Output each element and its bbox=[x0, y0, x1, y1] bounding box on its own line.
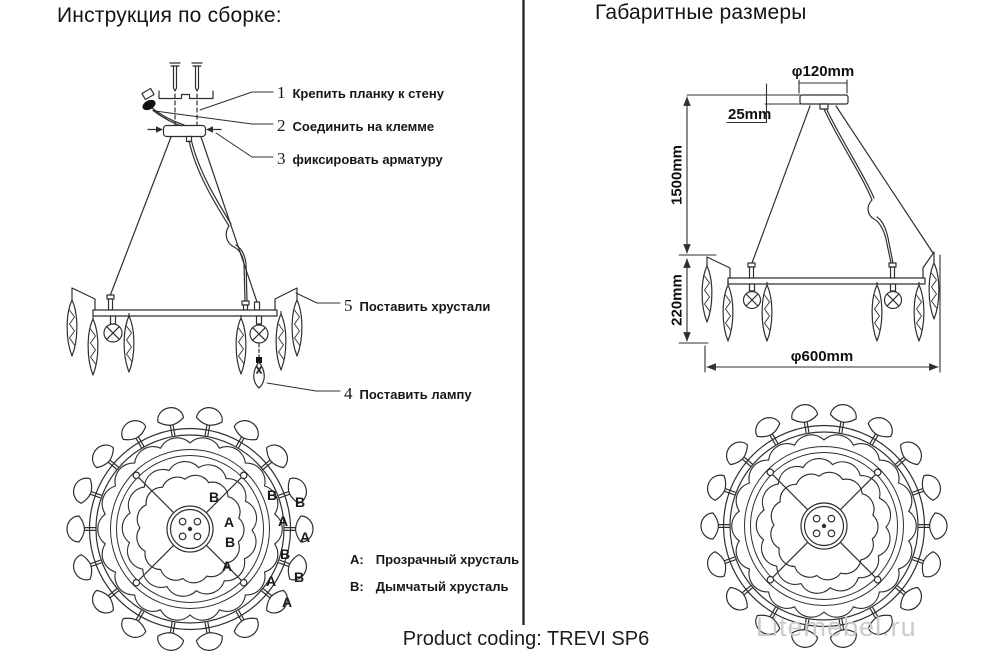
crystal-label: B bbox=[294, 494, 306, 510]
dim-body-height: 220mm bbox=[668, 274, 686, 326]
crystal-label: A bbox=[281, 594, 293, 610]
callout-text: фиксировать арматуру bbox=[292, 152, 443, 167]
callout-text: Крепить планку к стену bbox=[292, 86, 445, 101]
dim-suspension-height: 1500mm bbox=[668, 144, 686, 206]
callout-step-1: 1 Крепить планку к стену bbox=[277, 83, 444, 103]
callout-step-3: 3 фиксировать арматуру bbox=[277, 149, 443, 169]
top-view-with-labels bbox=[66, 407, 314, 651]
crystal-label: B bbox=[224, 534, 236, 550]
legend-text: Дымчатый хрусталь bbox=[375, 579, 509, 594]
callout-number: 2 bbox=[277, 116, 286, 135]
product-coding: Product coding: TREVI SP6 bbox=[402, 628, 650, 650]
dim-body-diameter: φ600mm bbox=[790, 348, 854, 365]
callout-number: 3 bbox=[277, 149, 286, 168]
callout-step-4: 4 Поставить лампу bbox=[344, 384, 472, 404]
callout-text: Поставить хрустали bbox=[359, 299, 491, 314]
crystal-label: B bbox=[208, 489, 220, 505]
dim-canopy-height: 25mm bbox=[728, 106, 772, 123]
legend-item-a: А: Прозрачный хрусталь bbox=[350, 552, 519, 567]
crystal-label: B bbox=[293, 569, 305, 585]
callout-number: 1 bbox=[277, 83, 286, 102]
crystal-label: B bbox=[266, 487, 278, 503]
assembly-diagram bbox=[66, 62, 341, 392]
legend-text: Прозрачный хрусталь bbox=[375, 552, 520, 567]
crystal-label: A bbox=[223, 514, 235, 530]
callout-text: Поставить лампу bbox=[359, 387, 472, 402]
dimension-lines bbox=[678, 79, 941, 373]
crystal-label: B bbox=[279, 546, 291, 562]
top-view-dimensions bbox=[700, 404, 948, 648]
callout-number: 4 bbox=[344, 384, 353, 403]
left-panel-title: Инструкция по сборке: bbox=[57, 4, 282, 27]
legend-key: А: bbox=[350, 552, 364, 567]
watermark: Litemebel.ru bbox=[756, 612, 917, 642]
crystal-label: A bbox=[221, 558, 233, 574]
callout-leaders bbox=[154, 91, 341, 392]
callout-number: 5 bbox=[344, 296, 353, 315]
crystal-label: A bbox=[265, 573, 277, 589]
callout-step-2: 2 Соединить на клемме bbox=[277, 116, 434, 136]
right-panel-title: Габаритные размеры bbox=[595, 1, 807, 24]
legend-key: В: bbox=[350, 579, 364, 594]
dim-canopy-diameter: φ120mm bbox=[791, 63, 855, 80]
dimension-diagram bbox=[678, 79, 941, 373]
crystal-label: A bbox=[299, 529, 311, 545]
legend-item-b: В: Дымчатый хрусталь bbox=[350, 579, 509, 594]
callout-text: Соединить на клемме bbox=[292, 119, 435, 134]
crystal-label: A bbox=[277, 513, 289, 529]
callout-step-5: 5 Поставить хрустали bbox=[344, 296, 490, 316]
